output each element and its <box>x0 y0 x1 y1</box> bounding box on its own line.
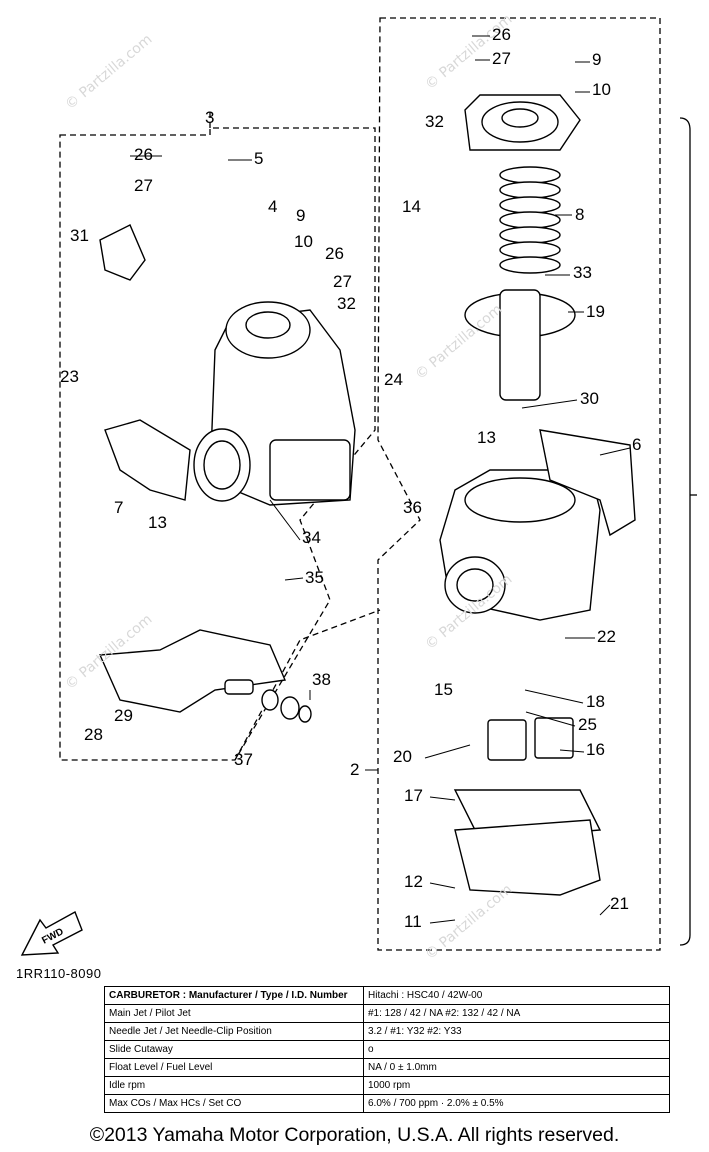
callout-36: 36 <box>403 498 422 517</box>
callout-20: 20 <box>393 747 412 766</box>
callout-15: 15 <box>434 680 453 699</box>
callout-21: 21 <box>610 894 629 913</box>
fwd-arrow-icon: FWD <box>20 911 83 956</box>
spec-value: o <box>363 1040 670 1059</box>
throttle-linkage-bracket <box>98 629 312 723</box>
spec-value: Hitachi : HSC40 / 42W-00 <box>363 986 670 1005</box>
callout-32: 32 <box>425 112 444 131</box>
callout-22: 22 <box>597 627 616 646</box>
callout-31: 31 <box>70 226 89 245</box>
spec-key: Main Jet / Pilot Jet <box>104 1004 364 1023</box>
callout-8: 8 <box>575 205 584 224</box>
spec-value: NA / 0 ± 1.0mm <box>363 1058 670 1077</box>
callout-29: 29 <box>114 706 133 725</box>
callout-14: 14 <box>402 197 421 216</box>
spec-value: #1: 128 / 42 / NA #2: 132 / 42 / NA <box>363 1004 670 1023</box>
callout-9: 9 <box>296 206 305 225</box>
spec-row: Main Jet / Pilot Jet#1: 128 / 42 / NA #2… <box>104 1004 670 1023</box>
callout-28: 28 <box>84 725 103 744</box>
callout-12: 12 <box>404 872 423 891</box>
spec-key: CARBURETOR : Manufacturer / Type / I.D. … <box>104 986 364 1005</box>
callout-26: 26 <box>134 145 153 164</box>
part-reference-number: 1RR110-8090 <box>16 966 102 981</box>
callout-30: 30 <box>580 389 599 408</box>
callout-38: 38 <box>312 670 331 689</box>
callout-27: 27 <box>492 49 511 68</box>
callout-13: 13 <box>477 428 496 447</box>
copyright-notice: ©2013 Yamaha Motor Corporation, U.S.A. A… <box>89 1124 620 1146</box>
spec-row: CARBURETOR : Manufacturer / Type / I.D. … <box>104 986 670 1005</box>
callout-33: 33 <box>573 263 592 282</box>
callout-32: 32 <box>337 294 356 313</box>
spec-value: 6.0% / 700 ppm · 2.0% ± 0.5% <box>363 1094 670 1113</box>
callout-25: 25 <box>578 715 597 734</box>
callout-11: 11 <box>404 912 422 931</box>
watermark: © Partzilla.com <box>62 31 155 113</box>
callout-23: 23 <box>60 367 79 386</box>
spec-key: Max COs / Max HCs / Set CO <box>104 1094 364 1113</box>
assembly-2-outline <box>377 17 661 951</box>
carburetor-spec-table: CARBURETOR : Manufacturer / Type / I.D. … <box>104 986 670 1113</box>
callout-10: 10 <box>294 232 313 251</box>
spec-value: 1000 rpm <box>363 1076 670 1095</box>
callout-34: 34 <box>302 528 321 547</box>
carburetor-set-bracket <box>679 117 691 946</box>
carburetor-exploded-diagram: © Partzilla.com © Partzilla.com © Partzi… <box>20 11 697 963</box>
callout-35: 35 <box>305 568 324 587</box>
callout-10: 10 <box>592 80 611 99</box>
callout-37: 37 <box>234 750 253 769</box>
spec-key: Idle rpm <box>104 1076 364 1095</box>
right-carburetor-body <box>439 94 636 896</box>
callout-13: 13 <box>148 513 167 532</box>
spec-key: Needle Jet / Jet Needle-Clip Position <box>104 1022 364 1041</box>
callout-19: 19 <box>586 302 605 321</box>
spec-key: Slide Cutaway <box>104 1040 364 1059</box>
left-carburetor-body <box>99 224 356 506</box>
callout-26: 26 <box>325 244 344 263</box>
callout-3: 3 <box>205 108 214 127</box>
callout-24: 24 <box>384 370 403 389</box>
callout-16: 16 <box>586 740 605 759</box>
callout-27: 27 <box>333 272 352 291</box>
spec-key: Float Level / Fuel Level <box>104 1058 364 1077</box>
watermark: © Partzilla.com <box>412 301 505 383</box>
callout-5: 5 <box>254 149 263 168</box>
callout-26: 26 <box>492 25 511 44</box>
callout-2: 2 <box>350 760 359 779</box>
callout-9: 9 <box>592 50 601 69</box>
callout-27: 27 <box>134 176 153 195</box>
spec-value: 3.2 / #1: Y32 #2: Y33 <box>363 1022 670 1041</box>
callout-17: 17 <box>404 786 423 805</box>
callout-6: 6 <box>632 435 641 454</box>
callout-4: 4 <box>268 197 277 216</box>
callout-18: 18 <box>586 692 605 711</box>
callout-7: 7 <box>114 498 123 517</box>
